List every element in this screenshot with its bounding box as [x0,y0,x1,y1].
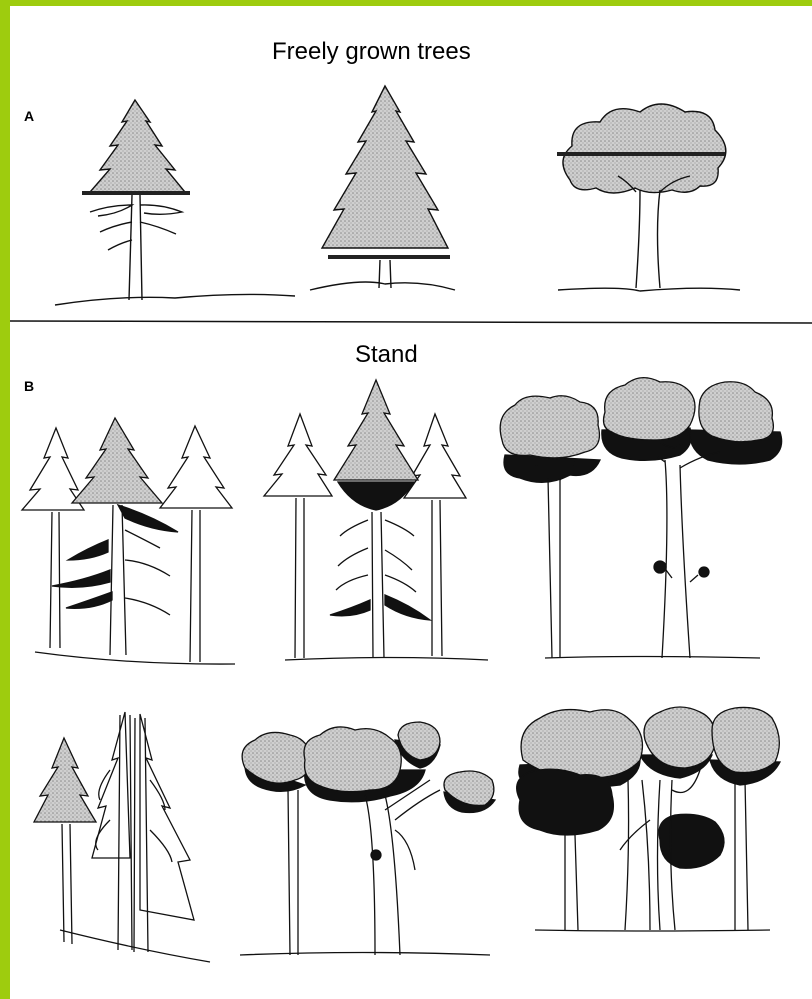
stand-broadleaf-1 [500,378,781,658]
top-accent-bar [0,0,812,6]
panel-a-letter: A [24,108,34,124]
panel-b-title: Stand [355,341,418,369]
stand-broadleaf-2 [240,722,495,955]
left-accent-bar [0,0,10,999]
stand-broadleaf-3 [517,707,780,931]
panel-divider [10,321,812,323]
stand-conifers-3 [34,712,210,962]
panel-a-title: Freely grown trees [272,38,471,66]
freely-grown-broadleaf [557,104,740,291]
freely-grown-spruce-full [310,86,455,290]
stand-conifers-2 [264,380,488,660]
stand-conifers-1 [22,418,235,664]
panel-b-letter: B [24,378,34,394]
freely-grown-spruce-pruned [55,100,295,305]
